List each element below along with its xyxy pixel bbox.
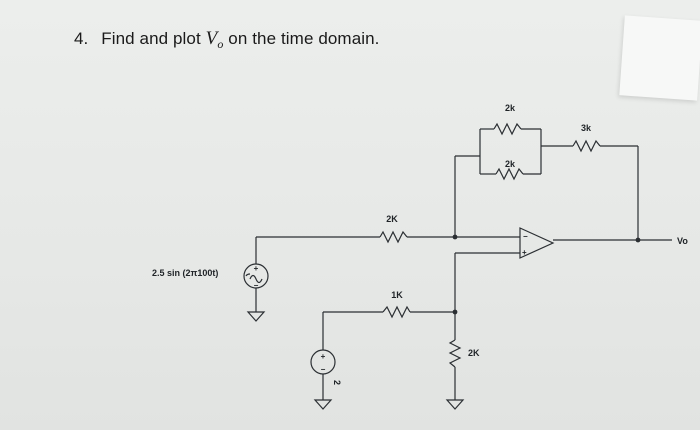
ground-symbol-1 xyxy=(246,311,266,322)
resistor-feedback-lower xyxy=(495,167,524,181)
resistor-output-series-label: 3k xyxy=(581,123,592,133)
question-subscript: o xyxy=(217,37,224,51)
resistor-input-upper-label: 2K xyxy=(386,214,398,224)
dc-source-plus: + xyxy=(321,352,326,361)
question-number: 4. xyxy=(74,29,89,48)
op-amp: − + xyxy=(519,227,555,259)
resistor-output-series xyxy=(572,139,601,153)
sine-source-minus: − xyxy=(254,281,259,290)
resistor-input-lower-label: 1K xyxy=(391,290,403,300)
dc-source-label: 2 xyxy=(332,380,342,385)
resistor-feedback-upper xyxy=(493,122,522,136)
dc-source-minus: − xyxy=(321,365,326,374)
sine-voltage-source: + − xyxy=(243,263,269,290)
resistor-input-upper xyxy=(379,230,408,244)
resistor-input-lower xyxy=(382,305,411,319)
dc-voltage-source: + − xyxy=(310,349,336,375)
resistor-ground-label: 2K xyxy=(468,348,480,358)
resistor-ground xyxy=(448,339,462,368)
ground-symbol-2 xyxy=(313,399,333,410)
junction-node-output xyxy=(635,237,641,243)
sine-source-plus: + xyxy=(254,264,259,273)
question-text-after: on the time domain. xyxy=(228,29,380,48)
resistor-feedback-lower-label: 2k xyxy=(505,159,516,169)
output-label: Vo xyxy=(677,236,688,246)
op-amp-noninverting-sign: + xyxy=(522,248,527,257)
ground-symbol-3 xyxy=(445,399,465,410)
resistor-feedback-upper-label: 2k xyxy=(505,103,516,113)
question-variable: V xyxy=(205,28,218,49)
question-text-before: Find and plot xyxy=(101,29,201,48)
question-heading: 4. Find and plot Vo on the time domain. xyxy=(74,28,380,51)
op-amp-inverting-sign: − xyxy=(523,232,528,241)
sine-source-label: 2.5 sin (2π100t) xyxy=(152,268,218,278)
